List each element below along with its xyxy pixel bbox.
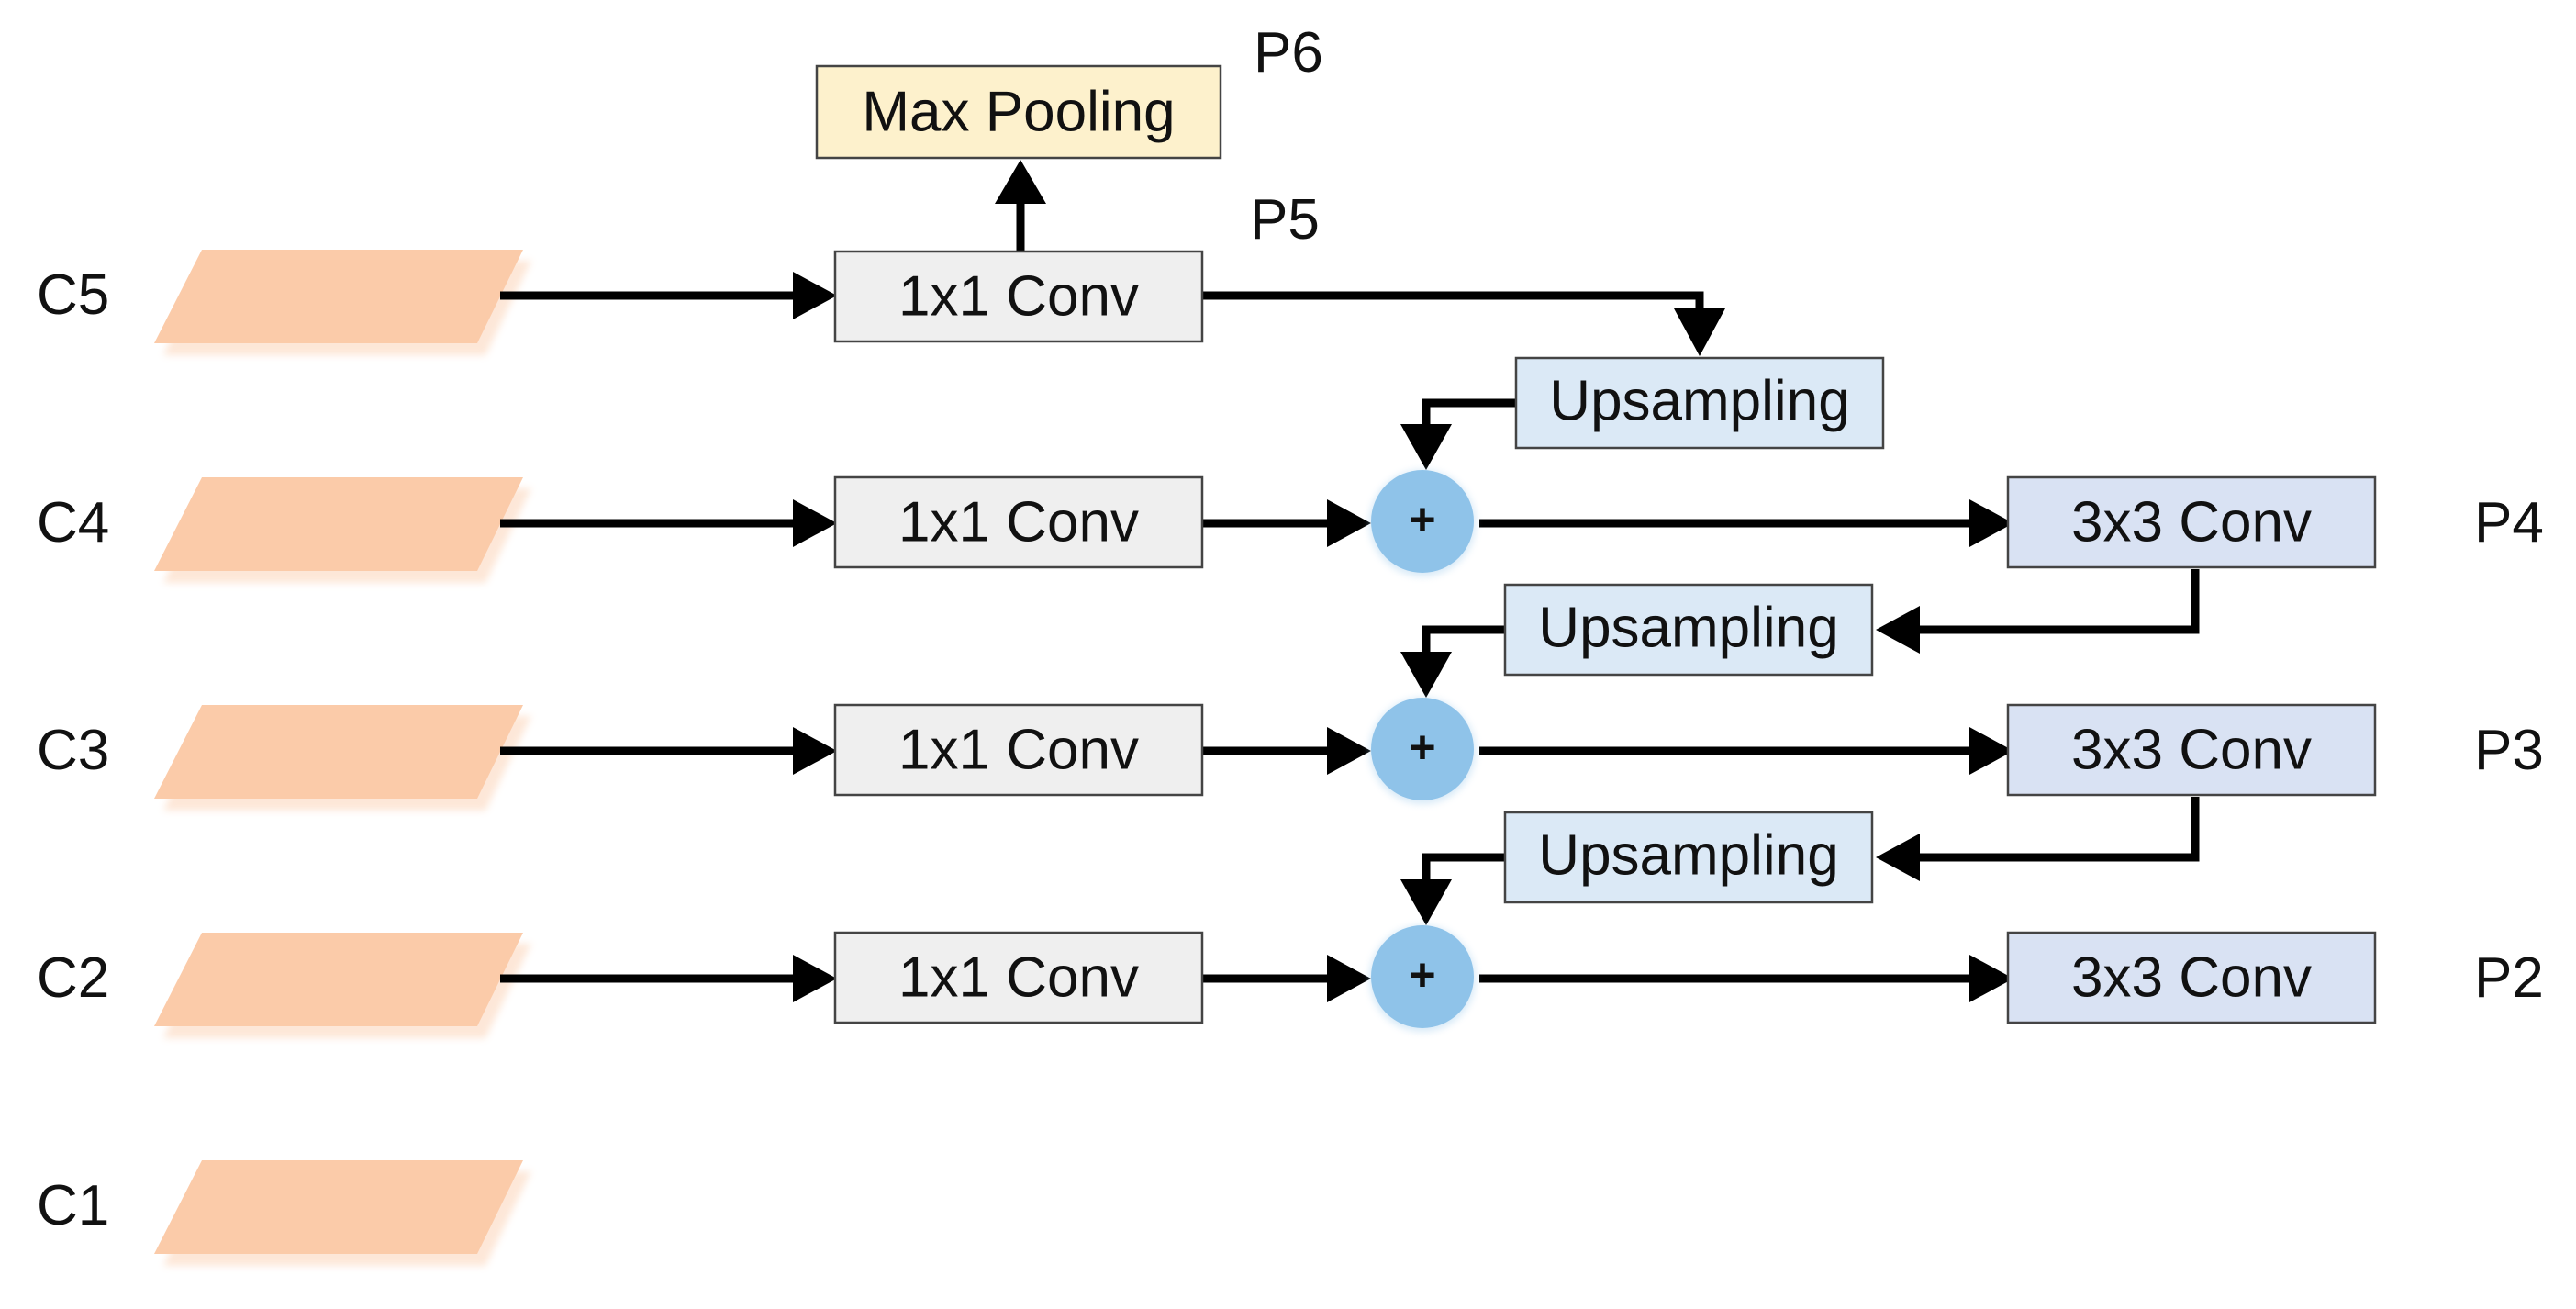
upsampling-top-label: Upsampling [1549,370,1849,433]
add-node-c4-symbol: + [1409,494,1435,545]
max-pooling-label: Max Pooling [862,81,1175,144]
upsampling-mid: Upsampling [1503,583,1874,677]
output-label-p6: P6 [1254,21,1323,84]
add-node-c3: + [1369,698,1476,804]
lateral-conv-c3: 1x1 Conv [833,703,1204,797]
lateral-conv-c5: 1x1 Conv [833,250,1204,343]
upsampling-mid-label: Upsampling [1538,597,1838,660]
feature-map-c1 [154,1160,531,1266]
connections [500,160,2200,1002]
feature-maps [154,250,531,1266]
upsampling-top: Upsampling [1514,356,1885,450]
lateral-conv-c2-label: 1x1 Conv [898,946,1139,1010]
add-node-c2: + [1369,925,1476,1032]
output-label-p2: P2 [2474,946,2544,1010]
output-conv-p4: 3x3 Conv [2006,475,2377,569]
feature-map-c4 [154,477,531,583]
output-conv-p4-label: 3x3 Conv [2071,491,2312,554]
feature-map-c2 [154,933,531,1038]
level-label-c3: C3 [37,719,109,782]
level-label-c1: C1 [37,1174,109,1237]
output-conv-p2-label: 3x3 Conv [2071,946,2312,1010]
feature-map-c3 [154,705,531,811]
upsampling-low: Upsampling [1503,811,1874,904]
output-conv-p3: 3x3 Conv [2006,703,2377,797]
feature-map-c5 [154,250,531,355]
lateral-conv-c5-label: 1x1 Conv [898,265,1139,329]
add-node-c2-symbol: + [1409,949,1435,1001]
lateral-conv-c3-label: 1x1 Conv [898,719,1139,782]
output-label-p4: P4 [2474,491,2544,554]
add-node-c4: + [1369,470,1476,576]
max-pooling-block: Max Pooling [815,64,1222,160]
lateral-conv-c4: 1x1 Conv [833,475,1204,569]
level-label-c5: C5 [37,263,109,327]
output-label-p5: P5 [1250,188,1320,252]
output-label-p3: P3 [2474,719,2544,782]
lateral-conv-c4-label: 1x1 Conv [898,491,1139,554]
output-conv-p2: 3x3 Conv [2006,931,2377,1024]
upsampling-low-label: Upsampling [1538,824,1838,888]
lateral-conv-c2: 1x1 Conv [833,931,1204,1024]
level-label-c2: C2 [37,946,109,1010]
add-node-c3-symbol: + [1409,722,1435,773]
output-conv-p3-label: 3x3 Conv [2071,719,2312,782]
level-label-c4: C4 [37,491,109,554]
